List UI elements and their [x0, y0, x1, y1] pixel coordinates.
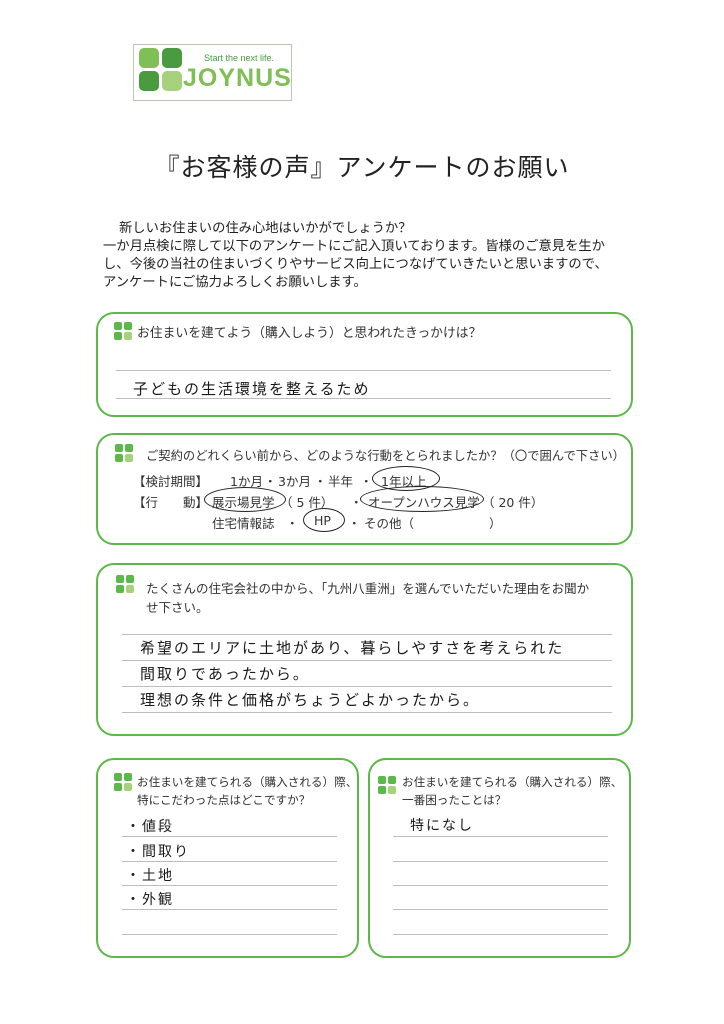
answer-line	[122, 712, 612, 713]
intro-line: し、今後の当社の住まいづくりやサービス向上につなげていきたいと思いますので、	[103, 257, 608, 272]
answer-line	[122, 686, 612, 687]
question-panel-4	[96, 758, 359, 958]
answer-line	[122, 836, 337, 837]
handwritten-answer: ・値段	[126, 819, 174, 835]
question-text: お住まいを建てられる（購入される）際、	[137, 775, 358, 789]
separator: ・	[264, 474, 277, 489]
question-text: お住まいを建てられる（購入される）際、	[402, 775, 623, 789]
question-panel-3	[96, 563, 633, 736]
handwritten-answer: ・間取り	[126, 844, 190, 860]
selection-circle	[204, 487, 286, 512]
period-option[interactable]: 半年	[328, 474, 354, 489]
clover-bullet-icon	[114, 773, 132, 791]
question-panel-1	[96, 312, 633, 417]
logo-tagline: Start the next life.	[204, 53, 275, 63]
handwritten-answer: 特になし	[410, 818, 474, 834]
answer-line	[122, 634, 612, 635]
answer-line	[122, 934, 337, 935]
separator: ・	[314, 474, 327, 489]
handwritten-answer: 子どもの生活環境を整えるため	[133, 380, 371, 398]
clover-bullet-icon	[115, 444, 133, 462]
question-panel-2	[96, 433, 633, 545]
action-count: （ 20 件）	[482, 495, 544, 510]
separator: ・	[286, 516, 299, 531]
handwritten-answer: ・外観	[126, 892, 174, 908]
logo-brand: JOYNUS	[183, 64, 292, 92]
separator: ・	[360, 474, 373, 489]
question-text: たくさんの住宅会社の中から、「九州八重洲」を選んでいただいた理由をお聞か	[146, 581, 590, 596]
answer-line	[122, 861, 337, 862]
intro-line: 新しいお住まいの住み心地はいかがでしょうか？	[119, 221, 412, 236]
clover-logo-icon	[139, 48, 182, 91]
question-panel-5	[368, 758, 631, 958]
intro-line: アンケートにご協力よろしくお願いします。	[103, 275, 367, 290]
question-text: 特にこだわった点はどこですか？	[137, 793, 311, 807]
period-option[interactable]: 1か月	[230, 474, 263, 489]
handwritten-answer: 希望のエリアに土地があり、暮らしやすさを考えられた	[140, 639, 565, 657]
separator: ・	[348, 516, 361, 531]
info-magazine-option[interactable]: 住宅情報誌	[212, 516, 275, 531]
answer-line	[393, 836, 608, 837]
question-text: せ下さい。	[146, 600, 209, 615]
answer-line	[116, 370, 611, 371]
clover-bullet-icon	[114, 322, 132, 340]
selection-circle	[303, 508, 345, 532]
answer-line	[122, 909, 337, 910]
handwritten-answer: 間取りであったから。	[140, 665, 310, 683]
handwritten-answer: ・土地	[126, 868, 174, 884]
answer-line	[393, 885, 608, 886]
handwritten-answer: 理想の条件と価格がちょうどよかったから。	[140, 691, 481, 709]
company-logo	[133, 44, 292, 101]
page-title: 『お客様の声』アンケートのお願い	[154, 153, 570, 182]
intro-line: 一か月点検に際して以下のアンケートにご記入頂いております。皆様のご意見を生か	[103, 239, 605, 254]
clover-bullet-icon	[378, 776, 396, 794]
question-text: 一番困ったことは？	[402, 793, 507, 807]
period-label: 【検討期間】	[133, 474, 209, 489]
action-label: 【行 動】	[133, 495, 209, 510]
answer-line	[122, 660, 612, 661]
question-text: お住まいを建てよう（購入しよう）と思われたきっかけは？	[137, 326, 482, 341]
intro-text: 新しいお住まいの住み心地はいかがでしょうか？ 一か月点検に際して以下のアンケート…	[103, 220, 643, 292]
separator: ・	[350, 495, 363, 510]
answer-line	[393, 861, 608, 862]
answer-line	[393, 934, 608, 935]
clover-bullet-icon	[116, 575, 134, 593]
other-option[interactable]: その他（ ）	[364, 516, 502, 531]
answer-line	[122, 885, 337, 886]
selection-circle	[360, 486, 484, 512]
question-text: ご契約のどれくらい前から、どのような行動をとられましたか？（〇で囲んで下さい）	[146, 449, 625, 463]
period-option[interactable]: 3か月	[278, 474, 311, 489]
answer-line	[393, 909, 608, 910]
action-count: （ 5 件）	[280, 495, 334, 510]
answer-line	[116, 398, 611, 399]
